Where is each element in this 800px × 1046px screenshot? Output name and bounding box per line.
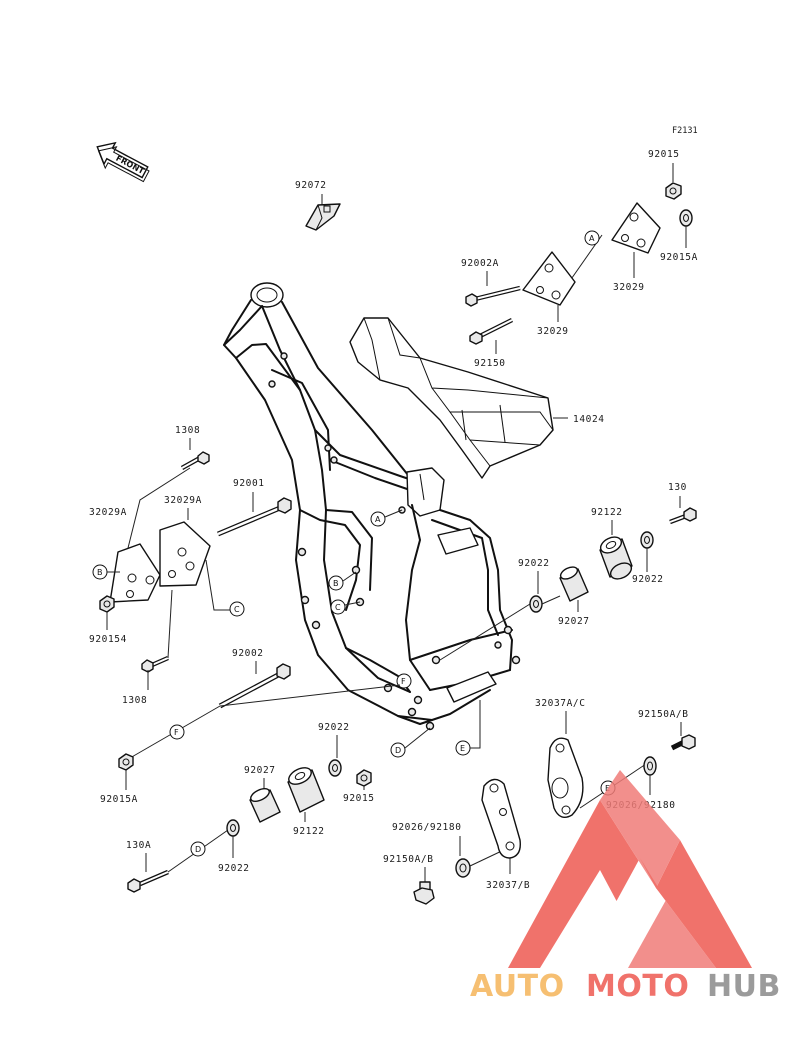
callout-F-left: F bbox=[174, 728, 179, 737]
label-92002A: 92002A bbox=[461, 258, 499, 269]
label-92027-right: 92027 bbox=[558, 616, 590, 627]
label-32029-mid: 32029 bbox=[537, 326, 569, 337]
bracket-32029A-right bbox=[159, 521, 211, 587]
callout-B-frame: B bbox=[333, 579, 339, 588]
callout-C-left: C bbox=[234, 605, 240, 614]
callout-D-bottom: D bbox=[195, 845, 201, 854]
label-92015-center: 92015 bbox=[343, 793, 375, 804]
label-32037AC: 32037A/C bbox=[535, 698, 586, 709]
label-920154-left: 920154 bbox=[89, 634, 127, 645]
nut-92015A-left bbox=[118, 753, 134, 771]
collar-92027-right bbox=[559, 566, 589, 602]
washer-92022-right bbox=[529, 595, 543, 613]
nut-92015-center bbox=[356, 769, 372, 787]
bushing-92122-left bbox=[287, 767, 325, 813]
callout-D-frame: D bbox=[395, 746, 401, 755]
callout-A-top: A bbox=[589, 234, 595, 243]
washer-92026-92180-center bbox=[455, 858, 471, 878]
nut-92015-top bbox=[665, 182, 682, 200]
callout-E-frame: E bbox=[460, 744, 465, 753]
logo-text-hub: HUB bbox=[707, 969, 781, 1004]
front-arrow-icon: FRONT bbox=[96, 141, 150, 183]
label-92022-center: 92022 bbox=[318, 722, 350, 733]
label-92150: 92150 bbox=[474, 358, 506, 369]
washer-92015A-top bbox=[679, 209, 693, 227]
label-92015A-top: 92015A bbox=[660, 252, 698, 263]
label-32029A-left: 32029A bbox=[89, 507, 127, 518]
bolt-92002 bbox=[218, 663, 291, 709]
washer-92022-right-top bbox=[640, 531, 654, 549]
label-130: 130 bbox=[668, 482, 687, 493]
label-92022-bottom: 92022 bbox=[218, 863, 250, 874]
bolt-92001 bbox=[217, 497, 292, 537]
label-92150AB-left: 92150A/B bbox=[383, 854, 434, 865]
bolt-130 bbox=[669, 507, 697, 525]
bolt-92150AB-left bbox=[413, 881, 435, 905]
callout-A-frame: A bbox=[375, 515, 381, 524]
bolt-1308-bottom bbox=[141, 655, 169, 673]
label-32037B: 32037/B bbox=[486, 880, 530, 891]
label-1308-top: 1308 bbox=[175, 425, 200, 436]
bolt-92150AB-right bbox=[670, 734, 696, 751]
bushing-92122-right bbox=[599, 536, 633, 580]
label-92026-92180-center: 92026/92180 bbox=[392, 822, 462, 833]
label-32029-top: 32029 bbox=[613, 282, 645, 293]
label-14024: 14024 bbox=[573, 414, 605, 425]
bolt-130A bbox=[127, 869, 169, 893]
bracket-32029-mid bbox=[522, 251, 576, 306]
bracket-32029A-left bbox=[109, 543, 161, 603]
label-92015A-left: 92015A bbox=[100, 794, 138, 805]
callout-F-frame: F bbox=[401, 677, 406, 686]
bolt-1308-top bbox=[180, 451, 210, 470]
label-32029A-right: 32029A bbox=[164, 495, 202, 506]
label-92027-left: 92027 bbox=[244, 765, 276, 776]
logo-text-auto: AUTO bbox=[470, 969, 565, 1004]
label-92072: 92072 bbox=[295, 180, 327, 191]
label-92122-left: 92122 bbox=[293, 826, 325, 837]
label-92022-right-top: 92022 bbox=[632, 574, 664, 585]
label-92015-top: 92015 bbox=[648, 149, 680, 160]
label-92122-right: 92122 bbox=[591, 507, 623, 518]
label-1308-bottom: 1308 bbox=[122, 695, 147, 706]
bolt-92150 bbox=[469, 317, 514, 345]
link-32037B bbox=[481, 778, 521, 859]
callout-E-right: E bbox=[605, 784, 610, 793]
washer-92026-92180-right bbox=[643, 756, 657, 776]
label-92002: 92002 bbox=[232, 648, 264, 659]
automotohub-logo: AUTO MOTO HUB bbox=[470, 770, 781, 1004]
label-130A: 130A bbox=[126, 840, 151, 851]
nut-920154-left bbox=[99, 595, 115, 613]
link-32037AC bbox=[547, 737, 584, 818]
label-92022-right: 92022 bbox=[518, 558, 550, 569]
washer-92022-bottom bbox=[226, 819, 240, 837]
figure-code: F2131 bbox=[672, 126, 698, 136]
guard-14024 bbox=[349, 317, 554, 479]
washer-92022-center bbox=[328, 759, 342, 777]
logo-text-moto: MOTO bbox=[586, 969, 689, 1004]
clip-92072 bbox=[305, 203, 341, 231]
collar-92027-left bbox=[249, 788, 281, 823]
callout-B-left: B bbox=[97, 568, 103, 577]
bolt-92002A bbox=[465, 285, 521, 307]
label-92001: 92001 bbox=[233, 478, 265, 489]
label-92150AB-right: 92150A/B bbox=[638, 709, 689, 720]
bracket-32029-top bbox=[611, 202, 661, 254]
callout-C-frame: C bbox=[335, 603, 341, 612]
